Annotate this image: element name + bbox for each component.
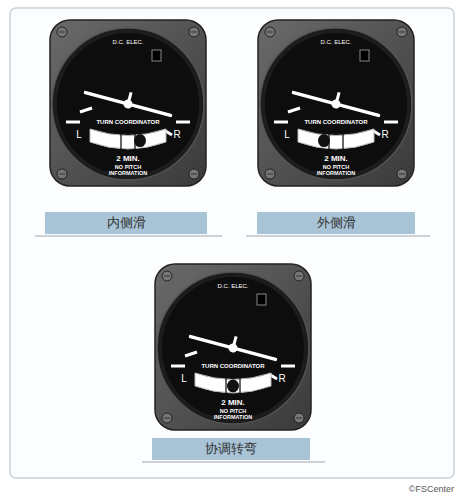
band-underline	[35, 236, 222, 237]
caption-band: 内侧滑	[45, 212, 207, 234]
mounting-screw	[57, 27, 67, 37]
mounting-screw	[397, 27, 407, 37]
miniature-airplane	[292, 81, 381, 120]
screw-slot	[191, 32, 197, 33]
warning-flag	[360, 50, 369, 61]
screw-slot	[164, 418, 170, 419]
screw-slot	[399, 174, 405, 175]
inclinometer-ball	[134, 134, 146, 147]
bezel	[157, 272, 309, 424]
screw-slot	[267, 174, 273, 175]
airplane-wings	[190, 337, 275, 360]
turn-index	[80, 108, 92, 112]
caption-text: 内侧滑	[107, 214, 146, 232]
band-underline	[142, 462, 325, 463]
inclinometer-tube	[90, 129, 166, 149]
miniature-airplane	[84, 81, 173, 120]
mounting-screw	[189, 27, 199, 37]
turn-coordinator-gauge: D.C. ELEC. TURN COORDINATORL R 2 MIN.NO PIT…	[256, 18, 416, 190]
airplane-wings	[85, 93, 170, 116]
level-index	[384, 121, 398, 124]
mounting-screw	[162, 413, 172, 423]
screw-slot	[296, 276, 302, 277]
reference-wire	[225, 378, 226, 393]
turn-rate-label: 2 MIN.	[208, 398, 258, 407]
left-mark: L	[72, 129, 86, 141]
reference-wire	[239, 378, 240, 393]
instrument-case	[50, 20, 206, 186]
mounting-screw	[294, 271, 304, 281]
level-index	[171, 365, 185, 368]
bezel	[52, 28, 204, 180]
bezel	[260, 28, 412, 180]
instrument-case	[258, 20, 414, 186]
turn-rate-label: 2 MIN.	[103, 154, 153, 163]
watermark: ©FSCenter	[409, 484, 454, 494]
level-index	[66, 121, 80, 124]
mounting-screw	[265, 27, 275, 37]
miniature-airplane	[189, 325, 278, 364]
mounting-screw	[162, 271, 172, 281]
screw-slot	[59, 174, 65, 175]
band-underline	[246, 236, 430, 237]
instrument-name: TURN COORDINATOR	[296, 119, 376, 126]
airplane-fuselage	[330, 98, 341, 109]
airplane-fuselage	[227, 342, 238, 353]
screw-slot	[399, 32, 405, 33]
instrument-name: TURN COORDINATOR	[88, 119, 168, 126]
pitch-note: NO PITCH INFORMATION	[314, 164, 358, 177]
mounting-screw	[265, 169, 275, 179]
power-label: D.C. ELEC.	[108, 39, 148, 46]
right-mark: R	[170, 129, 184, 141]
left-mark: L	[280, 129, 294, 141]
dial-face	[57, 33, 199, 175]
screw-slot	[59, 32, 65, 33]
caption-text: 外侧滑	[317, 214, 356, 232]
inclinometer-tube	[298, 129, 374, 149]
reference-wire	[120, 134, 121, 149]
right-mark: R	[275, 373, 289, 385]
warning-flag	[257, 294, 266, 305]
outer-panel	[10, 8, 454, 478]
level-index	[281, 365, 295, 368]
mounting-screw	[294, 413, 304, 423]
caption-band: 协调转弯	[152, 438, 310, 460]
warning-flag	[152, 50, 161, 61]
power-label: D.C. ELEC.	[213, 283, 253, 290]
level-index	[176, 121, 190, 124]
inclinometer-ball	[227, 380, 239, 393]
mounting-screw	[57, 169, 67, 179]
caption-text: 协调转弯	[205, 440, 257, 458]
reference-wire	[342, 134, 343, 149]
turn-rate-label: 2 MIN.	[311, 154, 361, 163]
caption-band: 外侧滑	[257, 212, 415, 234]
turn-index	[288, 108, 300, 112]
mounting-screw	[189, 169, 199, 179]
mounting-screw	[397, 169, 407, 179]
inclinometer-tube	[195, 373, 271, 393]
instrument-name: TURN COORDINATOR	[193, 363, 273, 370]
level-index	[274, 121, 288, 124]
airplane-wings	[293, 93, 378, 116]
instrument-case	[155, 264, 311, 430]
screw-slot	[296, 418, 302, 419]
screw-slot	[267, 32, 273, 33]
dial-face	[265, 33, 407, 175]
turn-index	[185, 352, 197, 356]
left-mark: L	[177, 373, 191, 385]
pitch-note: NO PITCH INFORMATION	[106, 164, 150, 177]
turn-coordinator-gauge: D.C. ELEC. TURN COORDINATORL R 2 MIN.NO PIT…	[153, 262, 313, 434]
screw-slot	[164, 276, 170, 277]
screw-slot	[191, 174, 197, 175]
inclinometer-ball	[318, 134, 330, 147]
pitch-note: NO PITCH INFORMATION	[211, 408, 255, 421]
dial-face	[162, 277, 304, 419]
airplane-fuselage	[122, 98, 133, 109]
power-label: D.C. ELEC.	[316, 39, 356, 46]
right-mark: R	[378, 129, 392, 141]
turn-coordinator-gauge: D.C. ELEC. TURN COORDINATORL R 2 MIN.NO PIT…	[48, 18, 208, 190]
